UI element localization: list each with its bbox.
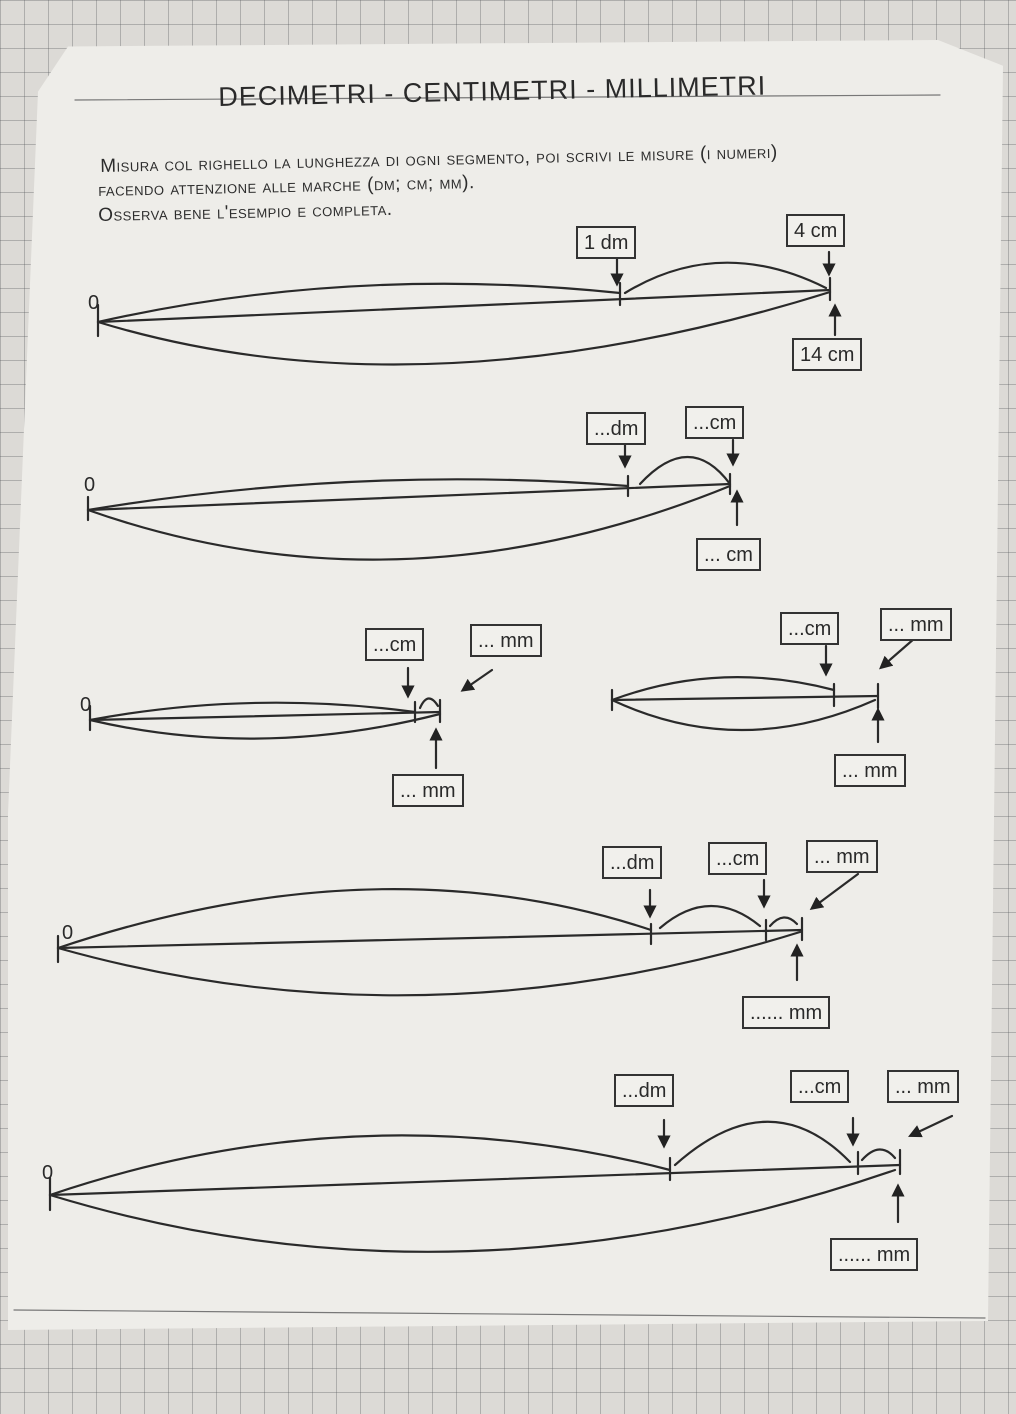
exercise-6-segment <box>48 1114 954 1253</box>
ex5-mm-box[interactable]: ... mm <box>806 840 878 873</box>
ex5-dm-box[interactable]: ...dm <box>602 846 663 879</box>
ex3-cm-box[interactable]: ...cm <box>365 628 425 661</box>
ex6-total-box[interactable]: ...... mm <box>830 1238 919 1271</box>
zero-label-ex3: 0 <box>80 694 92 716</box>
example-segment <box>96 250 842 366</box>
zero-label-ex2: 0 <box>84 474 96 496</box>
zero-label-example: 0 <box>88 292 100 314</box>
example-dm-label: 1 dm <box>576 226 637 259</box>
ex2-cm-box[interactable]: ...cm <box>685 406 745 439</box>
exercise-3-segment <box>88 666 494 770</box>
zero-label-ex6: 0 <box>42 1162 54 1184</box>
example-total-label: 14 cm <box>792 338 863 371</box>
worksheet-paper <box>8 40 1003 1330</box>
ex4-total-box[interactable]: ... mm <box>834 754 906 787</box>
ex6-cm-box[interactable]: ...cm <box>790 1070 850 1103</box>
ex6-dm-box[interactable]: ...dm <box>614 1074 675 1107</box>
exercise-2-segment <box>86 438 744 561</box>
ex3-total-box[interactable]: ... mm <box>392 774 464 807</box>
ex2-total-box[interactable]: ... cm <box>696 538 761 571</box>
ex5-cm-box[interactable]: ...cm <box>708 842 768 875</box>
ex2-dm-box[interactable]: ...dm <box>586 412 647 445</box>
ex3-mm-box[interactable]: ... mm <box>470 624 542 657</box>
exercise-4-segment <box>610 636 917 744</box>
zero-label-ex5: 0 <box>62 922 74 944</box>
ex5-total-box[interactable]: ...... mm <box>742 996 831 1029</box>
ex4-cm-box[interactable]: ...cm <box>780 612 840 645</box>
exercise-5-segment <box>56 872 860 997</box>
ex4-mm-box[interactable]: ... mm <box>880 608 952 641</box>
ex6-mm-box[interactable]: ... mm <box>887 1070 959 1103</box>
example-cm-label: 4 cm <box>786 214 846 247</box>
